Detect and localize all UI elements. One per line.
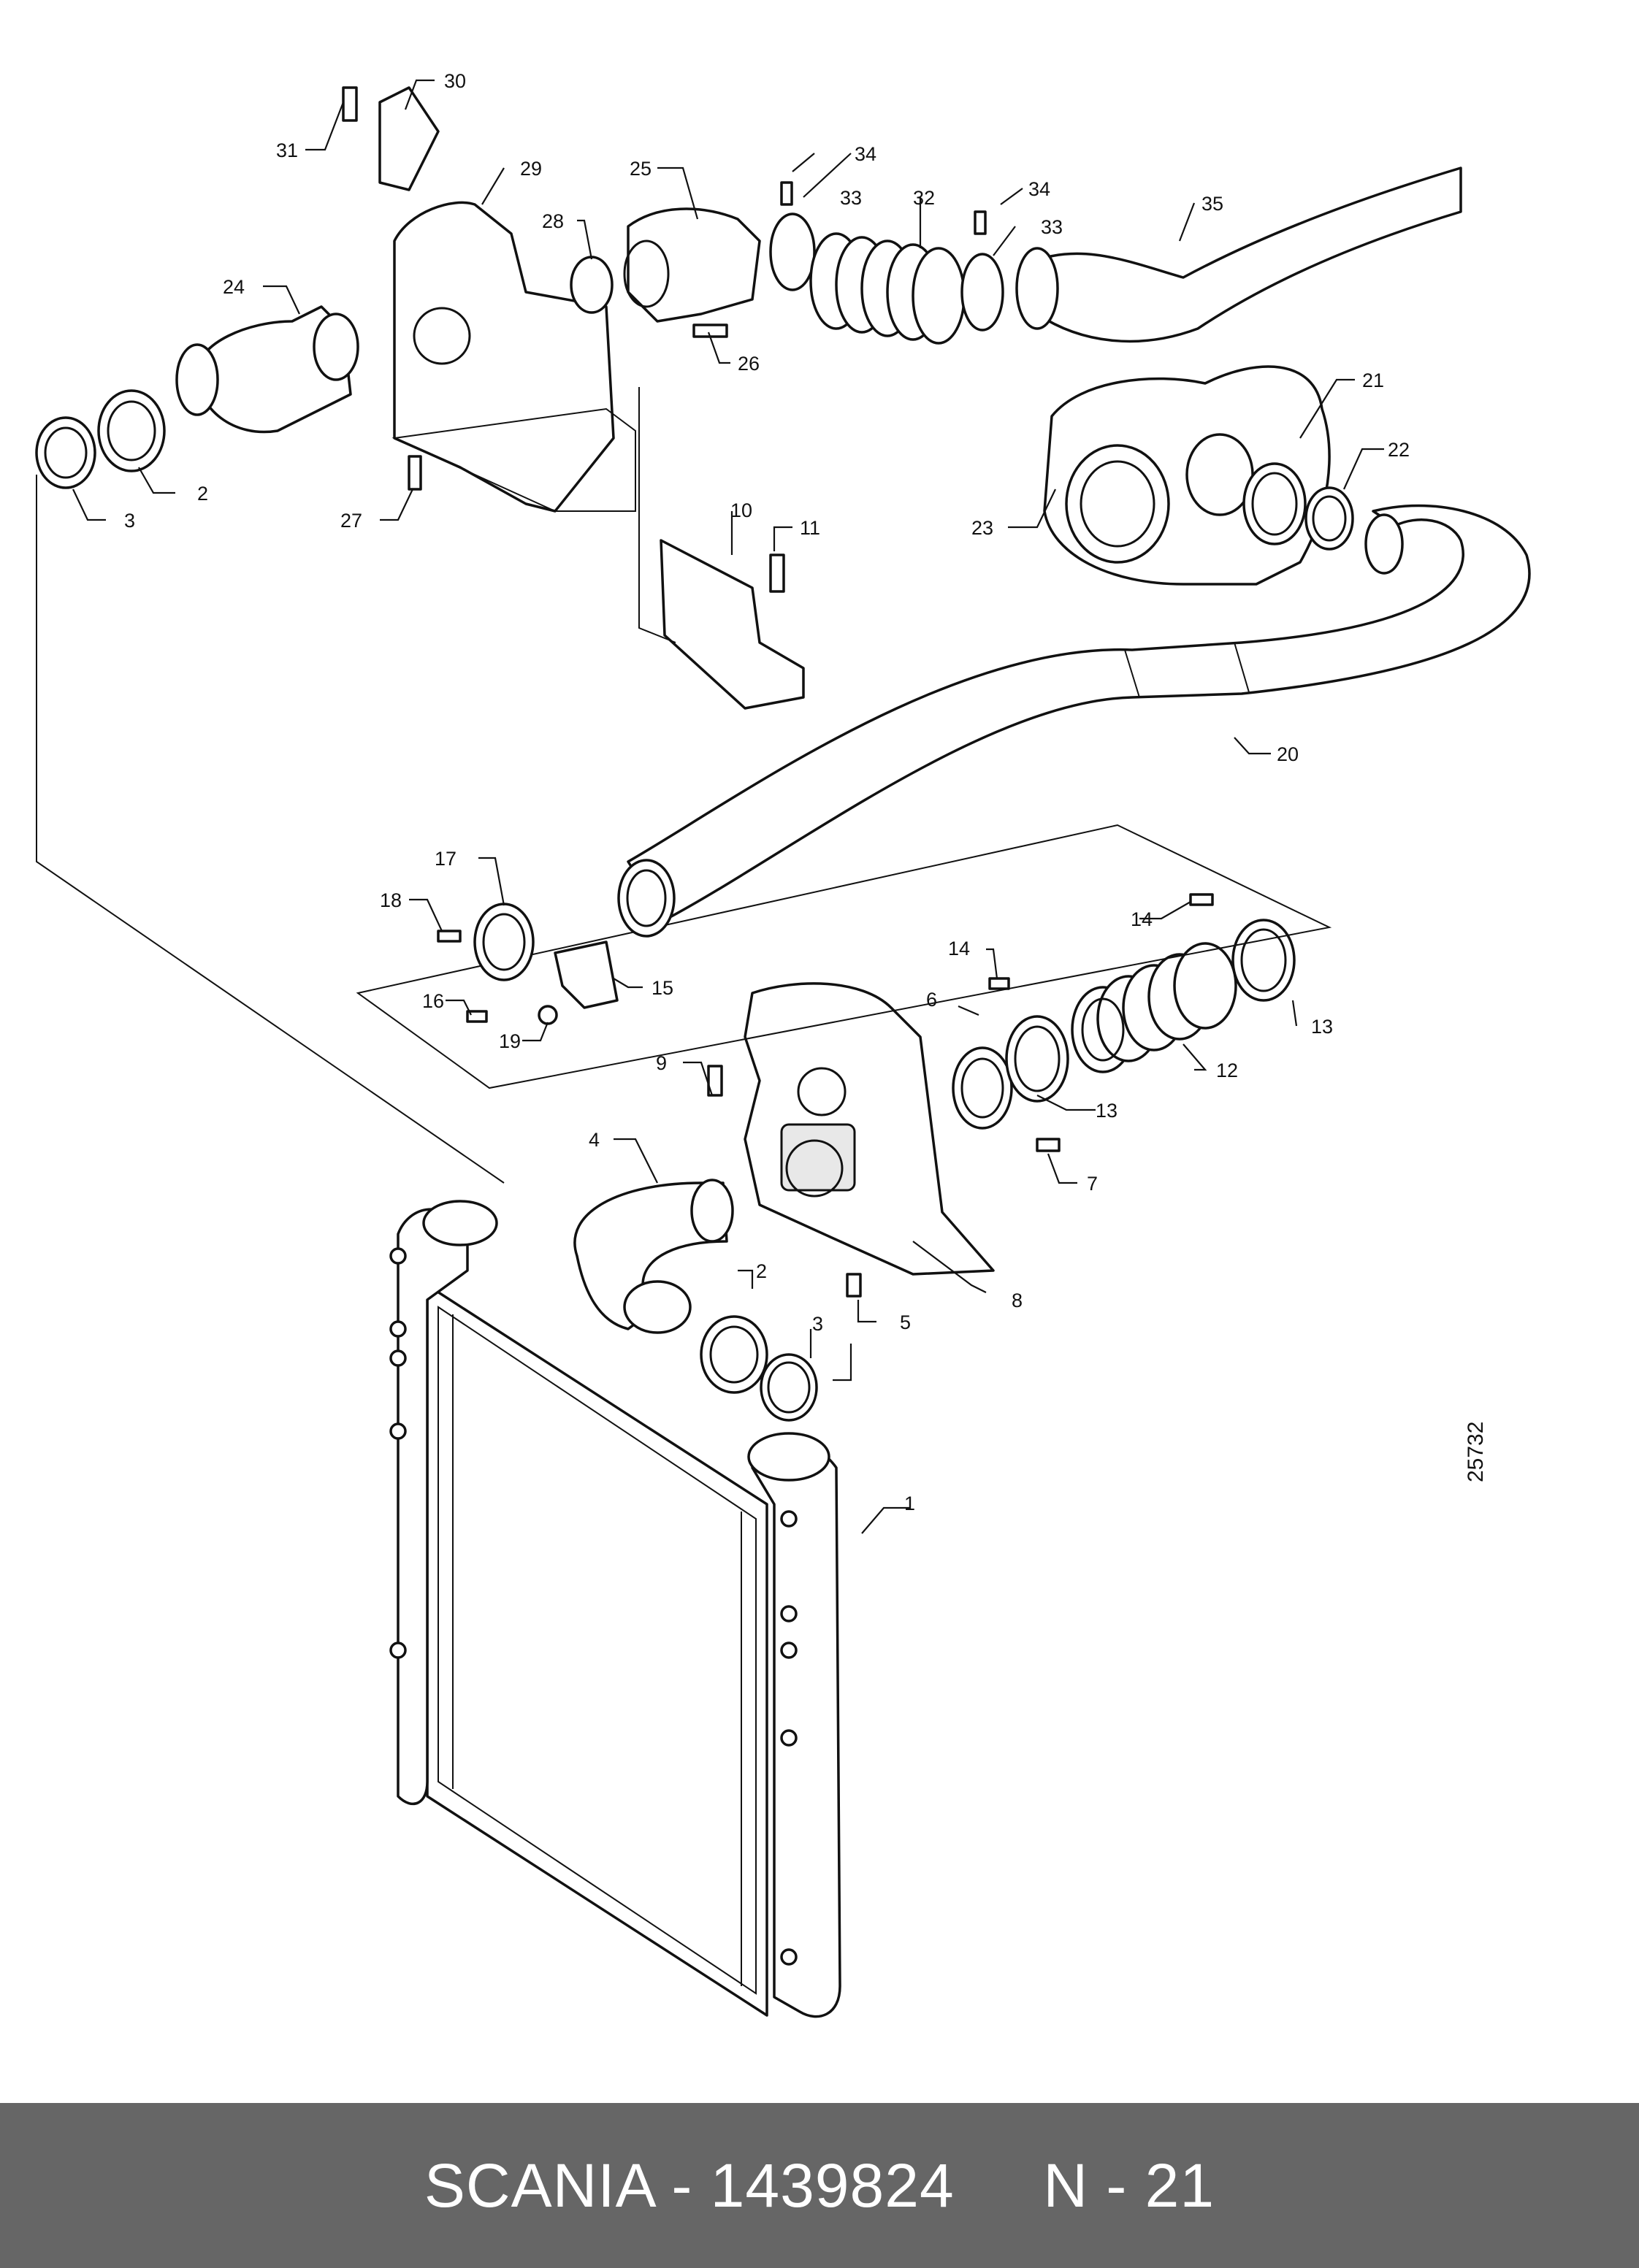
- clamp-33a: [769, 212, 816, 291]
- callout-14-left: 14: [948, 938, 970, 959]
- callout-14-right: 14: [1131, 908, 1153, 930]
- callout-33-left: 33: [840, 187, 862, 209]
- elbow-25: [627, 207, 761, 323]
- callout-7: 7: [1087, 1173, 1098, 1195]
- callout-34-right: 34: [1028, 178, 1050, 200]
- upper-clamp-2: [97, 389, 166, 472]
- callout-22: 22: [1388, 439, 1410, 461]
- callout-32: 32: [913, 187, 935, 209]
- callout-6: 6: [926, 989, 937, 1011]
- bellows-32: [809, 232, 966, 345]
- center-clamp-13a: [1005, 1015, 1069, 1103]
- lower-clamp: [700, 1315, 768, 1394]
- callout-4: 4: [589, 1129, 600, 1151]
- callout-20: 20: [1277, 743, 1299, 765]
- elbow-hose: [573, 1179, 734, 1334]
- pipe-24: [175, 305, 359, 434]
- mounting-bracket: [744, 982, 995, 1276]
- callout-2-lower: 2: [756, 1260, 767, 1282]
- callout-1: 1: [904, 1493, 915, 1514]
- callout-8: 8: [1012, 1290, 1023, 1311]
- callout-13-left: 13: [1096, 1100, 1118, 1122]
- callout-17: 17: [435, 848, 456, 870]
- intercooler-studs: [389, 1247, 798, 1966]
- callout-26: 26: [738, 353, 760, 375]
- center-clamp-13b: [1231, 919, 1296, 1002]
- bracket-15: [554, 940, 619, 1009]
- bracket-30: [378, 86, 440, 191]
- upper-ring-3: [35, 416, 96, 489]
- bracket-10: [660, 539, 805, 710]
- bracket-mounting-plane: [356, 824, 1332, 1089]
- clamp-17: [473, 903, 535, 981]
- callout-21: 21: [1362, 369, 1384, 391]
- turbo-clamp-21: [1242, 462, 1307, 545]
- lower-o-ring: [760, 1353, 818, 1422]
- bolts: [342, 86, 1318, 1298]
- callout-25: 25: [630, 158, 652, 180]
- pipe-35: [1028, 166, 1462, 343]
- callout-15: 15: [652, 977, 673, 999]
- callout-16: 16: [422, 990, 444, 1012]
- footer-part-label: SCANIA - 1439824 N - 21: [424, 2150, 1215, 2220]
- intercooler: [36, 475, 841, 2018]
- callout-9: 9: [656, 1052, 667, 1074]
- callout-2-upper: 2: [197, 483, 208, 505]
- callout-19: 19: [499, 1030, 521, 1052]
- callout-27: 27: [340, 510, 362, 532]
- callout-23: 23: [971, 517, 993, 539]
- callout-13-right: 13: [1311, 1016, 1333, 1038]
- callout-labels: 1 2 3 4 5 6 7 8 9 10 11 12 13 14 15 16 1…: [124, 70, 1488, 1514]
- clamp-33b: [960, 253, 1004, 332]
- exploded-parts-diagram: 1 2 3 4 5 6 7 8 9 10 11 12 13 14 15 16 1…: [35, 70, 1531, 2018]
- callout-5: 5: [900, 1311, 911, 1333]
- callout-10: 10: [730, 499, 752, 521]
- nut-19: [538, 1005, 558, 1025]
- callout-33-right: 33: [1041, 216, 1063, 238]
- callout-30: 30: [444, 70, 466, 92]
- charge-pipe-20: [627, 504, 1531, 922]
- callout-29: 29: [520, 158, 542, 180]
- bellows-hose-12: [1071, 942, 1237, 1073]
- air-guide-29: [393, 201, 615, 513]
- callout-31: 31: [276, 139, 298, 161]
- turbo-ring-22: [1304, 486, 1354, 551]
- footer-bar: SCANIA - 1439824 N - 21: [0, 2103, 1639, 2268]
- ring-28: [570, 256, 614, 314]
- drawing-number: 25732: [1464, 1422, 1488, 1482]
- callout-11: 11: [800, 517, 820, 539]
- callout-24: 24: [223, 276, 245, 298]
- callout-3-lower: 3: [812, 1313, 823, 1335]
- callout-35: 35: [1201, 193, 1223, 215]
- callout-3-upper: 3: [124, 510, 135, 532]
- leader-lines: [72, 79, 1384, 1534]
- callout-12: 12: [1216, 1060, 1238, 1081]
- callout-18: 18: [380, 889, 402, 911]
- callout-28: 28: [542, 210, 564, 232]
- callout-34-left: 34: [855, 143, 876, 165]
- center-ring-6: [952, 1046, 1013, 1130]
